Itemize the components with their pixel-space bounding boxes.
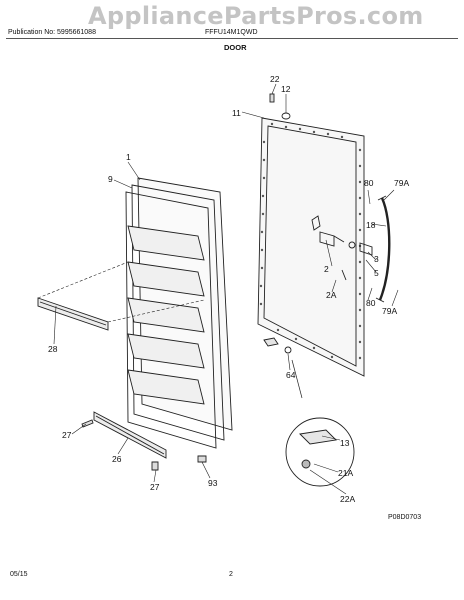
callout-18: 18 [366, 220, 376, 230]
publication-number: Publication No: 5995661088 [8, 29, 96, 36]
callout-5: 5 [374, 268, 379, 278]
callout-64: 64 [286, 370, 296, 380]
callout-1: 1 [126, 152, 131, 162]
hinge-assembly [263, 337, 355, 487]
callout-22: 22 [270, 74, 280, 84]
callout-26: 26 [112, 454, 122, 464]
drawing-code: P08D0703 [388, 514, 422, 521]
callout-27-bottom: 27 [150, 482, 160, 492]
footer-date: 05/15 [10, 571, 28, 578]
callout-79a-top: 79A [394, 178, 409, 188]
section-title: DOOR [224, 43, 247, 52]
callout-2a: 2A [326, 290, 337, 300]
watermark: AppliancePartsPros.com [88, 2, 424, 30]
callout-3: 3 [374, 254, 379, 264]
door-top-cap [269, 93, 291, 120]
callout-13: 13 [340, 438, 350, 448]
door-handle [375, 195, 391, 303]
callout-2: 2 [324, 264, 329, 274]
callout-28: 28 [48, 344, 58, 354]
model-number: FFFU14M1QWD [205, 29, 258, 36]
callout-80-bottom: 80 [366, 298, 376, 308]
page-number: 2 [229, 571, 233, 578]
callout-27-left: 27 [62, 430, 72, 440]
callout-21a: 21A [338, 468, 353, 478]
callout-9: 9 [108, 174, 113, 184]
callout-22a: 22A [340, 494, 355, 504]
screw-27-lower [151, 461, 159, 471]
callout-11: 11 [232, 108, 241, 118]
callout-12: 12 [281, 84, 291, 94]
header-rule [6, 38, 458, 39]
callout-80-top: 80 [364, 178, 374, 188]
callout-79a-bottom: 79A [382, 306, 397, 316]
callout-93: 93 [208, 478, 218, 488]
bottom-rail [93, 411, 167, 459]
outer-door-panel [257, 117, 373, 377]
shelf-rail [37, 297, 109, 331]
screw-93 [197, 455, 207, 463]
door-shelves [127, 225, 205, 405]
